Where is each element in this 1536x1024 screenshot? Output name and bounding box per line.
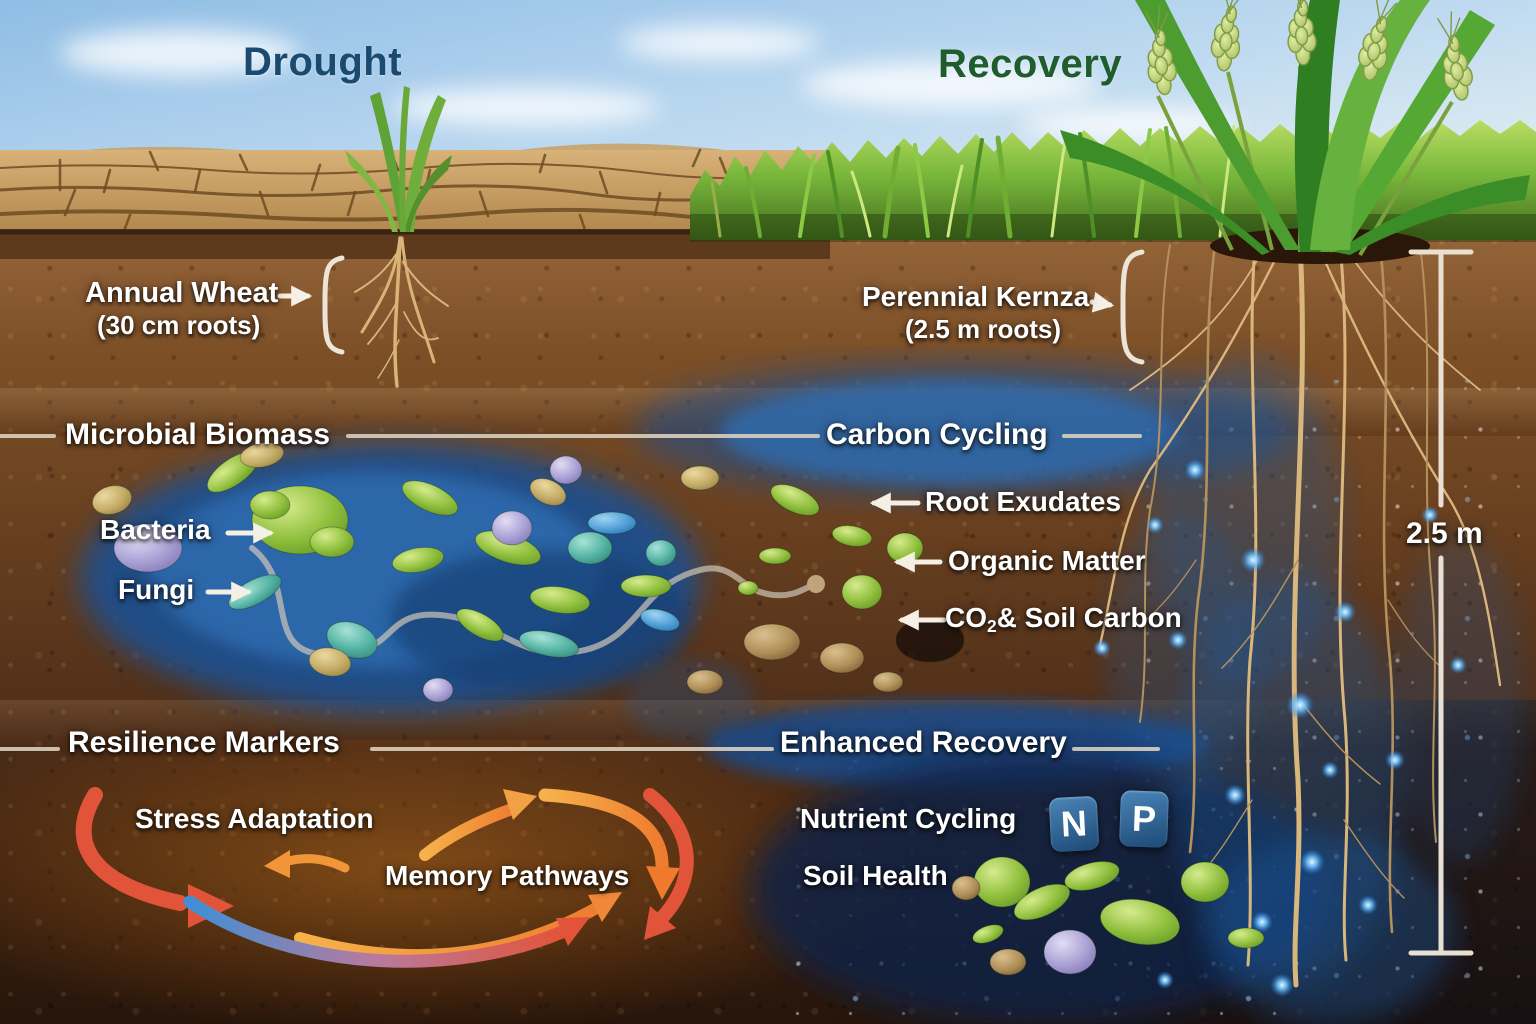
co2-prefix: CO	[945, 602, 987, 633]
depth-scale-bar	[1408, 249, 1474, 956]
cloud	[800, 62, 1100, 108]
root-depth-brackets	[322, 249, 1145, 365]
mycelium-tip	[807, 575, 825, 593]
root-exudates-label: Root Exudates	[925, 486, 1122, 517]
fungi-label: Fungi	[118, 574, 195, 605]
resilience-arrows	[75, 787, 694, 968]
depth-scale-label: 2.5 m	[1406, 517, 1483, 550]
annual-wheat-roots	[354, 236, 449, 388]
label-pointer-arrows	[205, 285, 1115, 631]
microbe-cluster-field	[91, 442, 720, 703]
annual-wheat-root-depth: (30 cm roots)	[97, 310, 261, 340]
annual-wheat-plant	[345, 86, 452, 232]
stress-adaptation-label: Stress Adaptation	[135, 803, 374, 834]
co2-soil-carbon-label: CO2& Soil Carbon	[945, 602, 1182, 636]
bacteria-label: Bacteria	[100, 514, 211, 545]
perennial-kernza-root-depth: (2.5 m roots)	[905, 314, 1062, 344]
enhanced-recovery-title: Enhanced Recovery	[780, 726, 1067, 759]
drought-title: Drought	[243, 40, 403, 84]
memory-pathways-label: Memory Pathways	[385, 860, 630, 891]
recovery-title: Recovery	[938, 42, 1123, 86]
carbon-cycling-title: Carbon Cycling	[826, 418, 1048, 451]
phosphorus-badge: P	[1119, 790, 1169, 848]
cloud	[620, 26, 820, 60]
kernza-plant	[1060, 0, 1530, 264]
nitrogen-badge: N	[1048, 795, 1100, 853]
root-glow-nodes	[1093, 459, 1467, 997]
carbon-header-glow	[635, 360, 1295, 500]
kernza-roots	[1093, 242, 1502, 997]
resilience-markers-title: Resilience Markers	[68, 726, 340, 759]
perennial-kernza-label: Perennial Kernza	[862, 281, 1090, 312]
carbon-cycle-particles	[686, 484, 965, 695]
root-zone-glow	[625, 355, 1525, 1024]
nutrient-cycling-label: Nutrient Cycling	[800, 803, 1017, 834]
organic-matter-label: Organic Matter	[948, 545, 1146, 576]
co2-suffix: & Soil Carbon	[996, 602, 1182, 633]
co2-subscript: 2	[987, 615, 997, 636]
soil-health-label: Soil Health	[803, 860, 948, 891]
microbial-biomass-title: Microbial Biomass	[65, 418, 331, 451]
cloud	[60, 30, 300, 76]
annual-wheat-label: Annual Wheat	[85, 277, 279, 309]
recovery-microbes	[951, 856, 1265, 976]
section-dividers	[0, 434, 1160, 751]
